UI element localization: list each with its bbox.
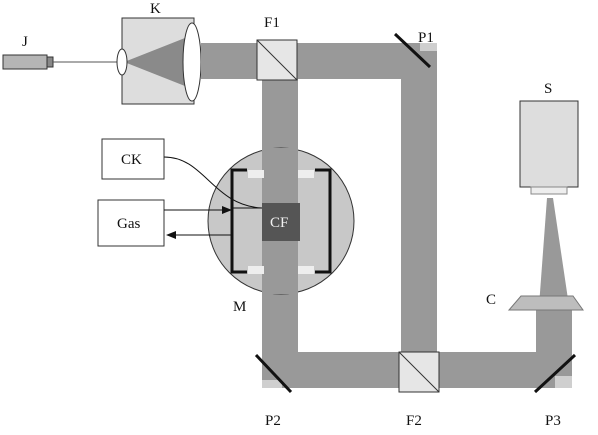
label-m: M bbox=[233, 299, 246, 315]
label-cf: CF bbox=[270, 215, 288, 231]
label-gas: Gas bbox=[117, 216, 140, 232]
label-c: C bbox=[486, 292, 496, 308]
label-k: K bbox=[150, 1, 161, 17]
mirror-p1 bbox=[393, 32, 432, 69]
gas-supply bbox=[97, 199, 232, 247]
mirror-corner-p2 bbox=[262, 380, 282, 388]
vacuum-chamber-m bbox=[207, 147, 355, 295]
label-p1: P1 bbox=[418, 30, 434, 46]
beam-expander-k bbox=[116, 17, 202, 105]
label-j: J bbox=[22, 34, 28, 50]
label-f2: F2 bbox=[406, 413, 422, 429]
beam-splitter-f2 bbox=[398, 351, 440, 393]
mirror-p2 bbox=[254, 353, 293, 394]
lens-c bbox=[507, 295, 584, 311]
label-s: S bbox=[544, 81, 552, 97]
mirror-corner-p1 bbox=[420, 43, 437, 51]
mirror-p3 bbox=[533, 353, 577, 394]
laser-j bbox=[2, 54, 118, 70]
label-f1: F1 bbox=[264, 15, 280, 31]
controller-ck bbox=[101, 138, 263, 209]
beam-splitter-f1 bbox=[256, 39, 298, 81]
sensor-s bbox=[519, 100, 579, 195]
label-p3: P3 bbox=[545, 413, 561, 429]
label-p2: P2 bbox=[265, 413, 281, 429]
label-ck: CK bbox=[121, 152, 142, 168]
mirror-corner-p3 bbox=[555, 376, 572, 388]
